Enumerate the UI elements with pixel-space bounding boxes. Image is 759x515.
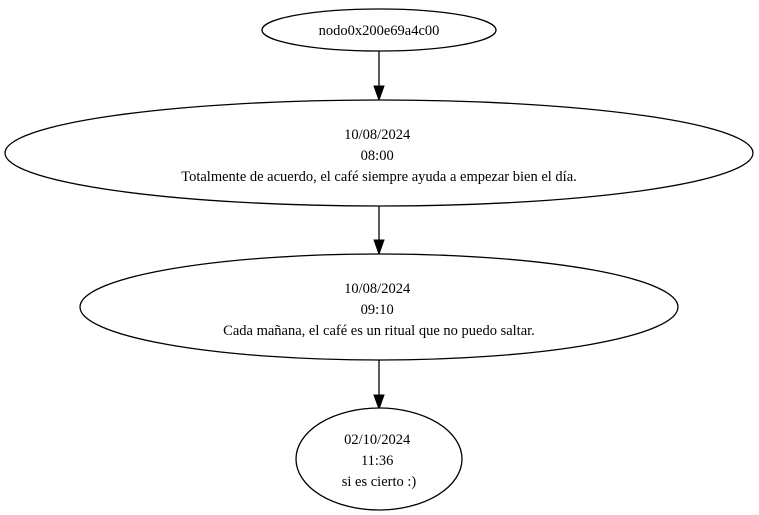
node-message: si es cierto :) [342,474,417,490]
graph-node-root: nodo0x200e69a4c00 [261,8,497,52]
svg-text:10/08/2024 09:10 C: 10/08/2024 09:10 Cada mañana, el café es… [223,281,535,339]
node-date: 02/10/2024 [344,432,411,448]
graph-node-message-3: 02/10/2024 11:36 si es cierto :) [295,407,463,511]
arrowhead-icon [373,394,385,411]
graph-node-message-2: 10/08/2024 09:10 Cada mañana, el café es… [79,253,679,361]
svg-text:nodo0x200e69a4c00: nodo0x200e69a4c00 [319,23,440,39]
edge-n1-n2 [373,206,385,256]
edge-n0-n1 [373,51,385,102]
arrowhead-icon [373,85,385,102]
graph-node-message-1: 10/08/2024 08:00 Totalmente de acuerdo, … [4,99,754,207]
arrowhead-icon [373,239,385,256]
node-date: 10/08/2024 [344,281,411,297]
svg-text:10/08/2024 08:00 T: 10/08/2024 08:00 Totalmente de acuerdo, … [181,127,577,185]
node-message: Totalmente de acuerdo, el café siempre a… [181,169,577,185]
node-time: 09:10 [361,302,394,318]
svg-text:02/10/2024 11:36 s: 02/10/2024 11:36 si es cierto :) [342,432,417,490]
edge-n2-n3 [373,360,385,411]
node-time: 08:00 [361,148,394,164]
node-time: 11:36 [361,453,394,469]
node-message: Cada mañana, el café es un ritual que no… [223,323,535,339]
node-label-line: nodo0x200e69a4c00 [319,23,440,39]
node-date: 10/08/2024 [344,127,411,143]
